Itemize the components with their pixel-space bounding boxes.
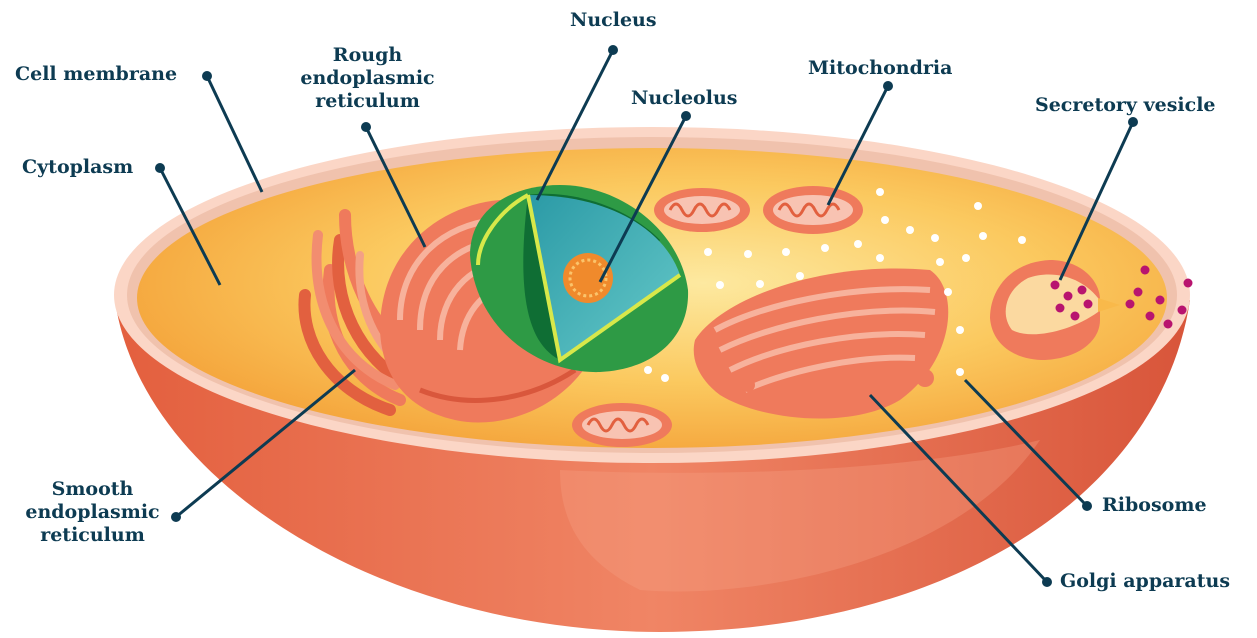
label-cytoplasm: Cytoplasm [22,156,133,179]
label-golgi-apparatus: Golgi apparatus [1060,570,1230,593]
label-cell-membrane: Cell membrane [15,63,177,86]
label-nucleolus: Nucleolus [631,87,737,110]
label-rough-er-line3: reticulum [285,90,450,113]
label-smooth-er-line2: endoplasmic [10,501,175,524]
label-rough-er: Rough endoplasmic reticulum [285,44,450,113]
label-smooth-er-line3: reticulum [10,524,175,547]
label-nucleus: Nucleus [570,9,657,32]
label-smooth-er-line1: Smooth [10,478,175,501]
label-mitochondria: Mitochondria [808,57,952,80]
label-smooth-er: Smooth endoplasmic reticulum [10,478,175,547]
label-secretory-vesicle: Secretory vesicle [1035,94,1216,117]
label-ribosome: Ribosome [1102,494,1207,517]
label-rough-er-line1: Rough [285,44,450,67]
label-rough-er-line2: endoplasmic [285,67,450,90]
